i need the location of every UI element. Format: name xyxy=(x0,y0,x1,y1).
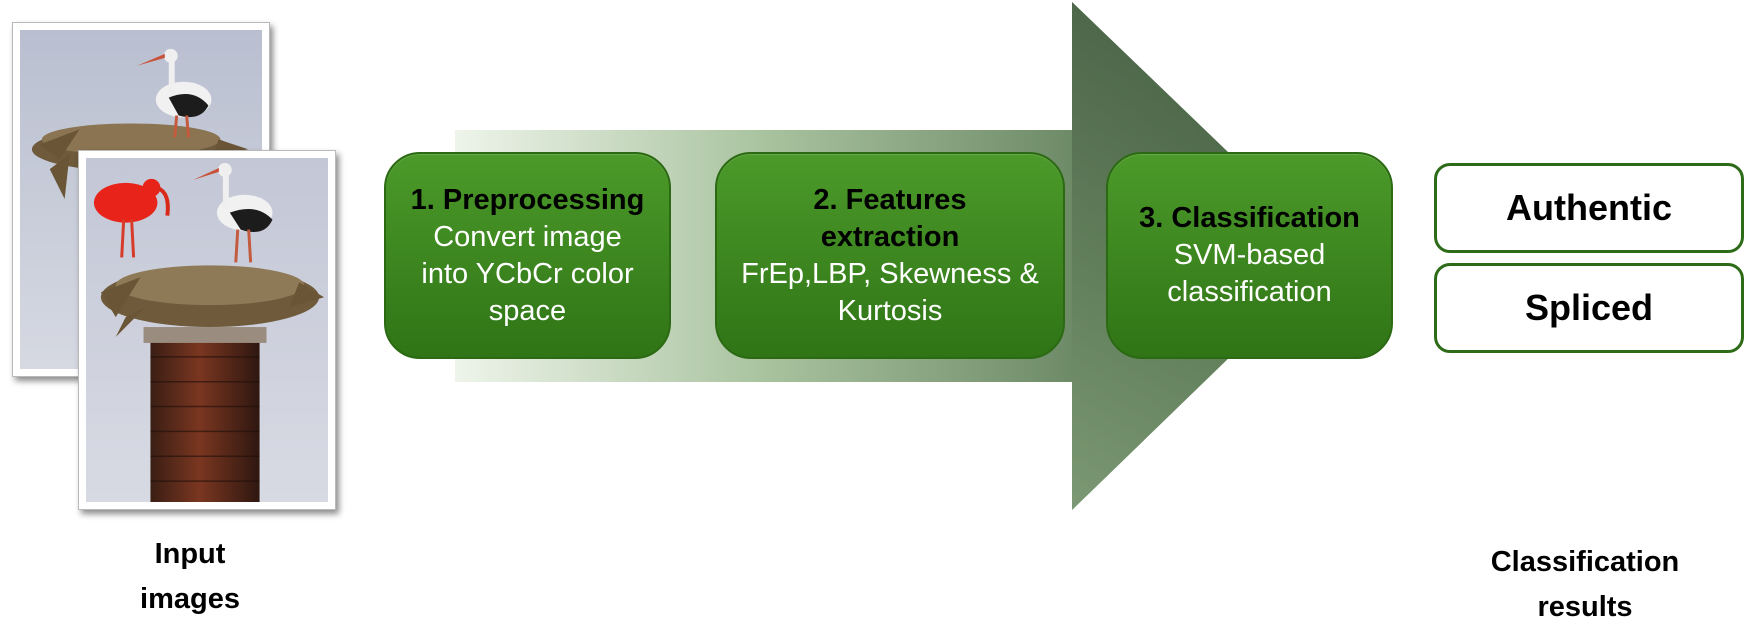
input-caption-line2: images xyxy=(140,583,240,615)
step-2-title-line2: extraction xyxy=(820,220,960,253)
step-3-desc-line2: classification xyxy=(1167,276,1332,308)
results-caption-line1: Classification xyxy=(1490,546,1680,578)
classification-results-caption: Classification results xyxy=(1455,540,1715,630)
step-features-extraction: 2. Features extraction FrEp,LBP, Skewnes… xyxy=(715,152,1065,359)
step-preprocessing: 1. Preprocessing Convert image into YCbC… xyxy=(384,152,671,359)
step-1-title: 1. Preprocessing xyxy=(410,183,645,216)
step-1-desc-line2: into YCbCr color xyxy=(421,257,634,290)
result-authentic-box: Authentic xyxy=(1434,163,1744,253)
result-spliced-box: Spliced xyxy=(1434,263,1744,353)
input-images-caption: Input images xyxy=(110,532,270,622)
step-3-desc-line1: SVM-based xyxy=(1173,239,1326,271)
step-2-desc-line2: Kurtosis xyxy=(837,294,943,327)
step-3-title: 3. Classification xyxy=(1139,202,1360,234)
step-2-desc-line1: FrEp,LBP, Skewness & xyxy=(741,257,1039,290)
step-classification: 3. Classification SVM-based classificati… xyxy=(1106,152,1393,359)
input-caption-line1: Input xyxy=(154,538,226,570)
step-2-title-line1: 2. Features xyxy=(813,183,967,216)
step-1-desc-line3: space xyxy=(488,294,567,327)
input-image-spliced xyxy=(78,150,336,510)
result-authentic-label: Authentic xyxy=(1506,187,1672,228)
result-spliced-label: Spliced xyxy=(1524,287,1654,328)
results-caption-line2: results xyxy=(1537,591,1633,623)
step-1-desc-line1: Convert image xyxy=(433,220,622,253)
